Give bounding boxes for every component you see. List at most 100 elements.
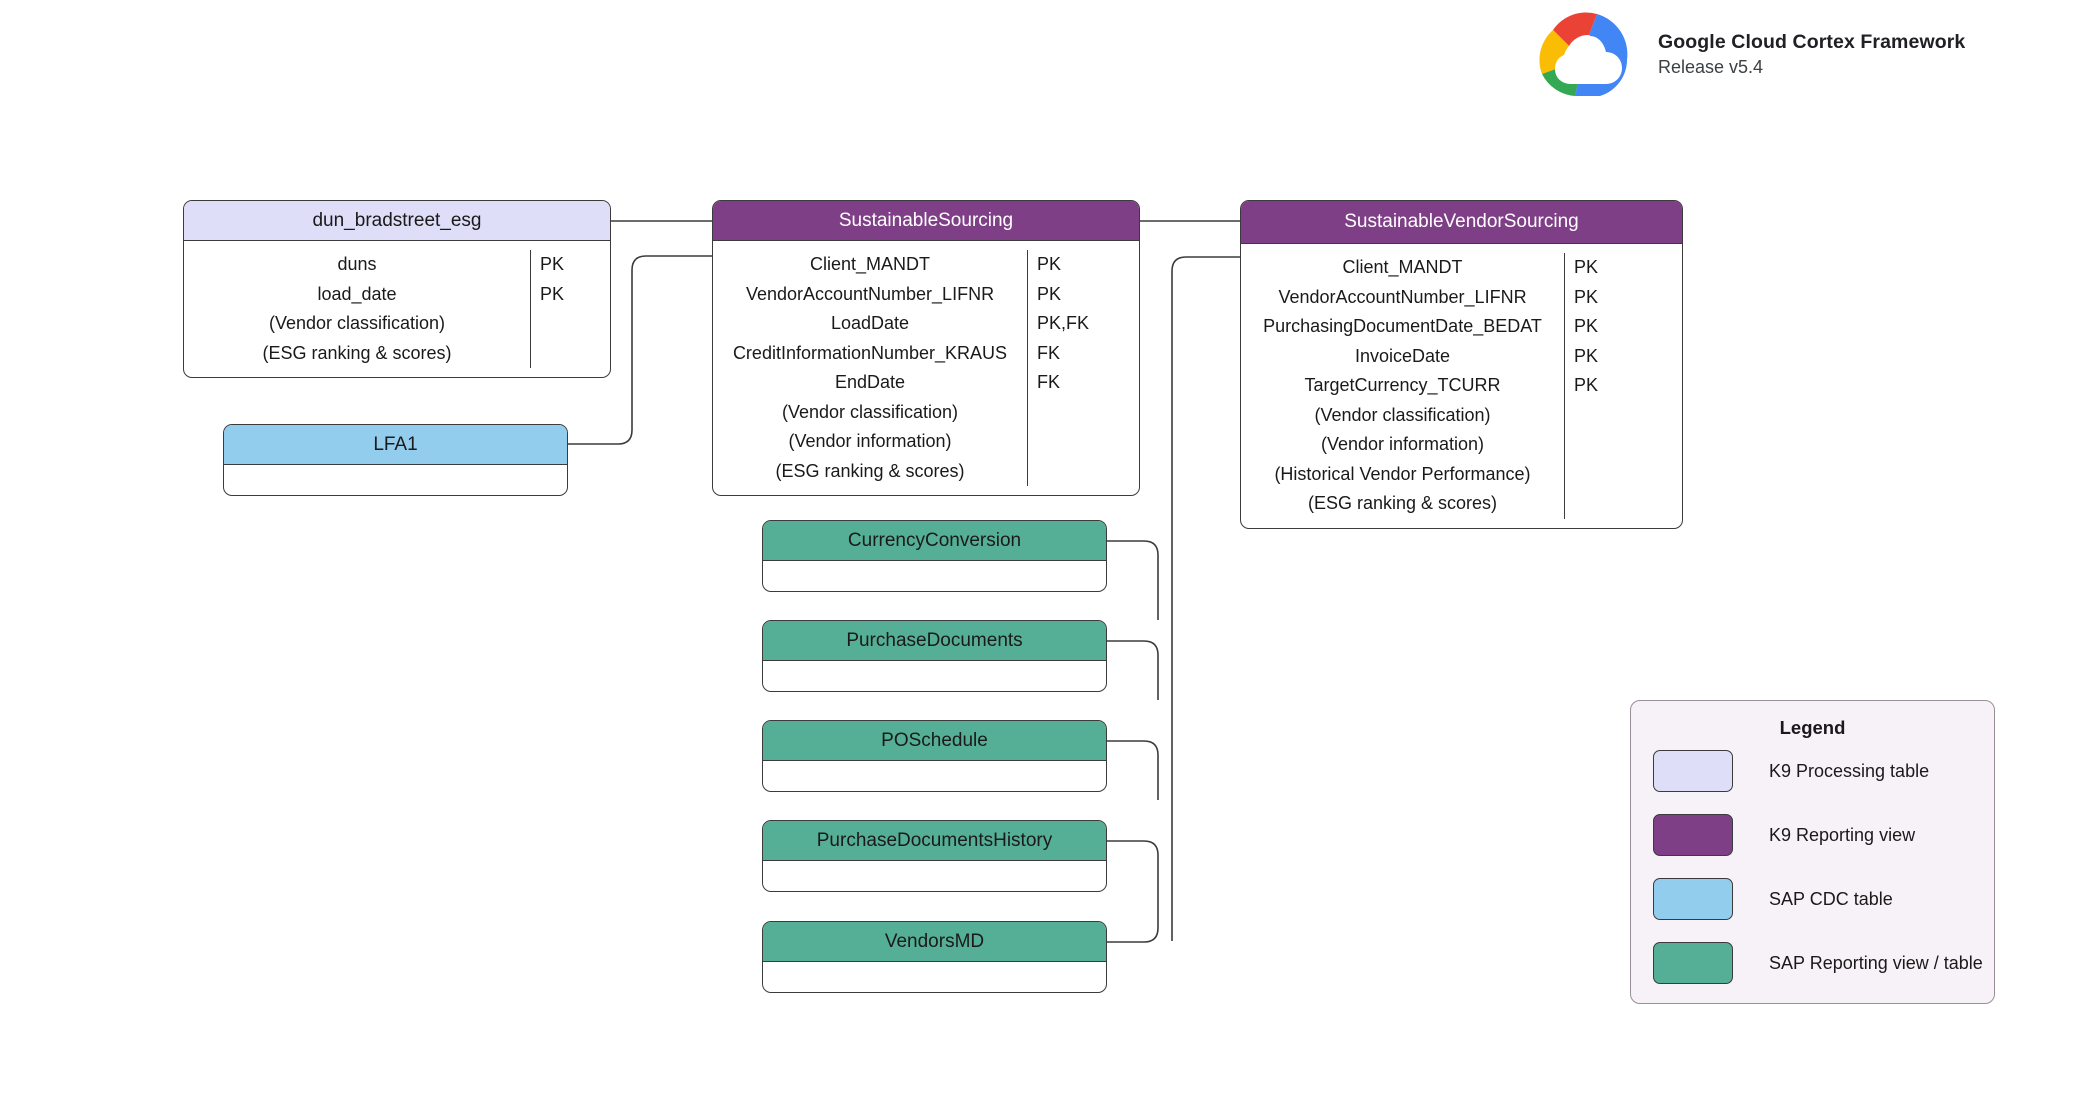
field-name-column bbox=[763, 761, 1106, 791]
entity-title: POSchedule bbox=[763, 721, 1106, 761]
key-column: PK PK bbox=[530, 250, 610, 368]
field-name: CreditInformationNumber_KRAUS bbox=[732, 342, 1008, 363]
field-name: TargetCurrency_TCURR bbox=[1304, 375, 1501, 395]
edge-poschedule-to-trunk bbox=[1107, 740, 1159, 800]
field-name: (ESG ranking & scores) bbox=[775, 460, 965, 481]
key-column: PK PK PK PK PK bbox=[1564, 253, 1682, 519]
legend-item-label: SAP CDC table bbox=[1769, 888, 1893, 909]
field-key-badge: PK bbox=[1037, 254, 1062, 274]
entity-title: SustainableVendorSourcing bbox=[1241, 201, 1682, 244]
entity-purchasedocumentshistory[interactable]: PurchaseDocumentsHistory bbox=[762, 820, 1107, 892]
legend-color-swatch bbox=[1653, 750, 1733, 792]
legend-title: Legend bbox=[1779, 717, 1846, 738]
field-name-column bbox=[763, 561, 1106, 591]
field-key-badge: PK bbox=[1574, 286, 1599, 307]
field-key-badge bbox=[1028, 427, 1139, 457]
legend-color-swatch bbox=[1653, 878, 1733, 920]
field-key-badge bbox=[1565, 401, 1682, 431]
entity-fields bbox=[763, 761, 1106, 791]
entity-title: LFA1 bbox=[224, 425, 567, 465]
entity-title: PurchaseDocumentsHistory bbox=[763, 821, 1106, 861]
field-key-badge: FK bbox=[1037, 342, 1061, 363]
entity-fields: Client_MANDT VendorAccountNumber_LIFNR Pur… bbox=[1241, 244, 1682, 528]
edge-currencyconversion-to-trunk bbox=[1107, 540, 1159, 620]
entity-purchasedocuments[interactable]: PurchaseDocuments bbox=[762, 620, 1107, 692]
field-name: duns bbox=[337, 254, 377, 274]
entity-title: CurrencyConversion bbox=[763, 521, 1106, 561]
entity-fields bbox=[224, 465, 567, 495]
entity-title: SustainableSourcing bbox=[713, 201, 1139, 241]
field-key-badge: PK bbox=[1037, 283, 1062, 304]
field-name-column: Client_MANDT VendorAccountNumber_LIFNR Pur… bbox=[1241, 253, 1564, 519]
field-key-badge: PK bbox=[540, 254, 565, 274]
legend-item-label: K9 Reporting view bbox=[1769, 824, 1916, 845]
brand-header: Google Cloud Cortex Framework Release v5… bbox=[1530, 8, 1965, 100]
edge-purchasedocumentshistory-to-trunk bbox=[1107, 840, 1159, 900]
edge-vendorsmd-to-trunk bbox=[1107, 900, 1159, 943]
field-key-badge: PK bbox=[1574, 316, 1599, 336]
entity-fields bbox=[763, 661, 1106, 691]
field-name: Client_MANDT bbox=[809, 254, 931, 274]
entity-poschedule[interactable]: POSchedule bbox=[762, 720, 1107, 792]
legend-item: K9 Reporting view bbox=[1631, 803, 1994, 867]
google-cloud-logo-icon bbox=[1539, 12, 1628, 96]
legend-item: K9 Processing table bbox=[1631, 739, 1994, 803]
legend-item-label: SAP Reporting view / table bbox=[1769, 952, 1983, 973]
field-name: (Historical Vendor Performance) bbox=[1274, 463, 1531, 484]
entity-title: dun_bradstreet_esg bbox=[184, 201, 610, 241]
legend-item-label: K9 Processing table bbox=[1769, 760, 1930, 781]
field-name-column bbox=[763, 962, 1106, 992]
field-name: (Vendor information) bbox=[788, 431, 952, 451]
field-key-badge bbox=[531, 339, 610, 369]
field-key-badge: PK bbox=[1574, 257, 1599, 277]
entity-fields bbox=[763, 861, 1106, 891]
field-name: PurchasingDocumentDate_BEDAT bbox=[1263, 316, 1542, 336]
legend-panel: Legend K9 Processing table K9 Reporting v… bbox=[1630, 700, 1995, 1004]
field-key-badge: PK bbox=[1574, 375, 1599, 395]
field-key-badge: PK bbox=[1574, 345, 1599, 366]
field-name: InvoiceDate bbox=[1354, 345, 1451, 366]
field-name-column bbox=[224, 465, 567, 495]
field-name: EndDate bbox=[834, 372, 906, 392]
field-key-badge bbox=[1565, 430, 1682, 460]
field-key-badge: PK,FK bbox=[1037, 313, 1090, 333]
brand-release: Release v5.4 bbox=[1658, 57, 1764, 77]
legend-item: SAP Reporting view / table bbox=[1631, 931, 1994, 995]
field-key-badge bbox=[1028, 457, 1139, 487]
field-name: (Vendor classification) bbox=[781, 401, 959, 422]
field-name: (ESG ranking & scores) bbox=[262, 342, 452, 363]
field-key-badge bbox=[531, 309, 610, 339]
field-key-badge: PK bbox=[540, 283, 565, 304]
field-name: VendorAccountNumber_LIFNR bbox=[745, 283, 995, 304]
field-name: (Vendor classification) bbox=[1314, 404, 1491, 425]
field-name: Client_MANDT bbox=[1342, 257, 1463, 277]
entity-lfa1[interactable]: LFA1 bbox=[223, 424, 568, 496]
legend-color-swatch bbox=[1653, 814, 1733, 856]
field-name: (Vendor information) bbox=[1320, 434, 1485, 454]
field-key-badge bbox=[1565, 460, 1682, 490]
field-name: load_date bbox=[317, 283, 397, 304]
field-key-badge bbox=[1028, 398, 1139, 428]
field-name-column bbox=[763, 661, 1106, 691]
field-name: (ESG ranking & scores) bbox=[1307, 493, 1498, 513]
entity-title: VendorsMD bbox=[763, 922, 1106, 962]
edge-purchasedocuments-to-trunk bbox=[1107, 640, 1159, 700]
field-key-badge bbox=[1565, 489, 1682, 519]
edge-trunk-riser bbox=[1171, 256, 1240, 941]
legend-color-swatch bbox=[1653, 942, 1733, 984]
entity-title: PurchaseDocuments bbox=[763, 621, 1106, 661]
legend-item: SAP CDC table bbox=[1631, 867, 1994, 931]
entity-fields bbox=[763, 962, 1106, 992]
entity-currencyconversion[interactable]: CurrencyConversion bbox=[762, 520, 1107, 592]
entity-vendorsmd[interactable]: VendorsMD bbox=[762, 921, 1107, 993]
field-name: VendorAccountNumber_LIFNR bbox=[1278, 286, 1527, 307]
